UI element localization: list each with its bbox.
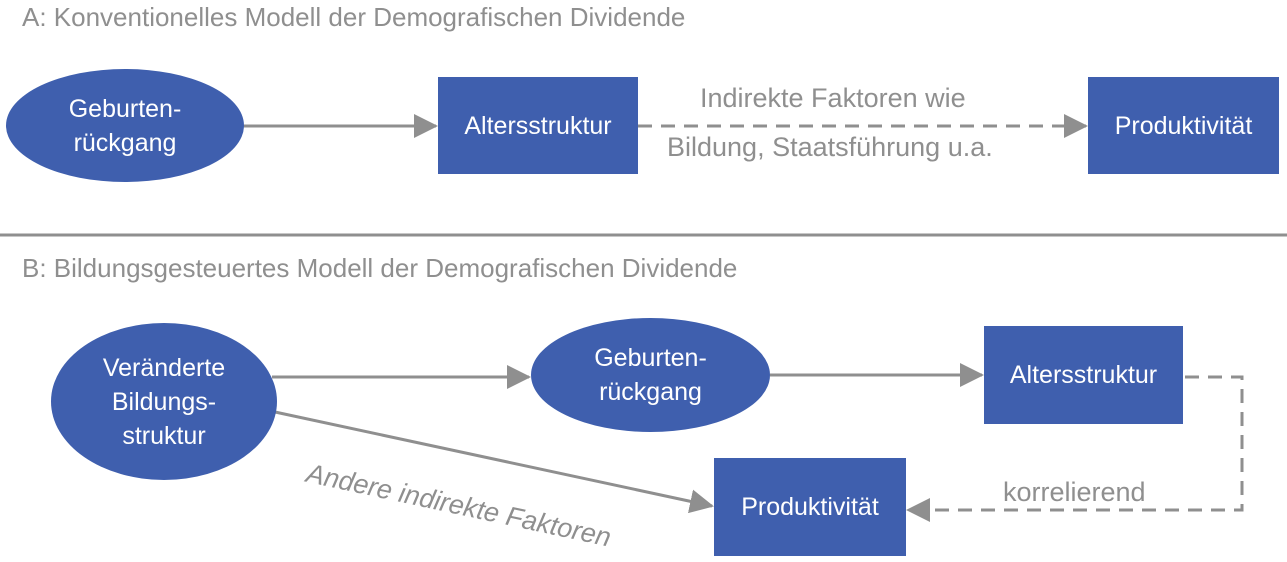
label-a-indirect-line1: Indirekte Faktoren wie — [700, 83, 966, 113]
label-b-correlating: korrelierend — [1003, 477, 1146, 507]
node-a-age-structure: Altersstruktur — [438, 77, 638, 174]
node-b-age-structure: Altersstruktur — [984, 326, 1183, 424]
node-b-productivity: Produktivität — [714, 458, 906, 556]
node-b-education-structure: Veränderte Bildungs- struktur — [51, 323, 277, 480]
arrow-b-education-to-productivity — [274, 410, 714, 514]
panel-b-heading: B: Bildungsgesteuertes Modell der Demogr… — [22, 253, 738, 283]
node-a-birth-decline: Geburten- rückgang — [6, 69, 244, 182]
arrow-b-age-to-productivity-dashed — [906, 375, 1244, 522]
panel-a-heading: A: Konventionelles Modell der Demografis… — [22, 2, 686, 32]
label-a-indirect-line2: Bildung, Staatsführung u.a. — [667, 132, 993, 162]
node-b-birth-decline: Geburten- rückgang — [531, 318, 770, 432]
node-a-productivity: Produktivität — [1088, 77, 1279, 174]
